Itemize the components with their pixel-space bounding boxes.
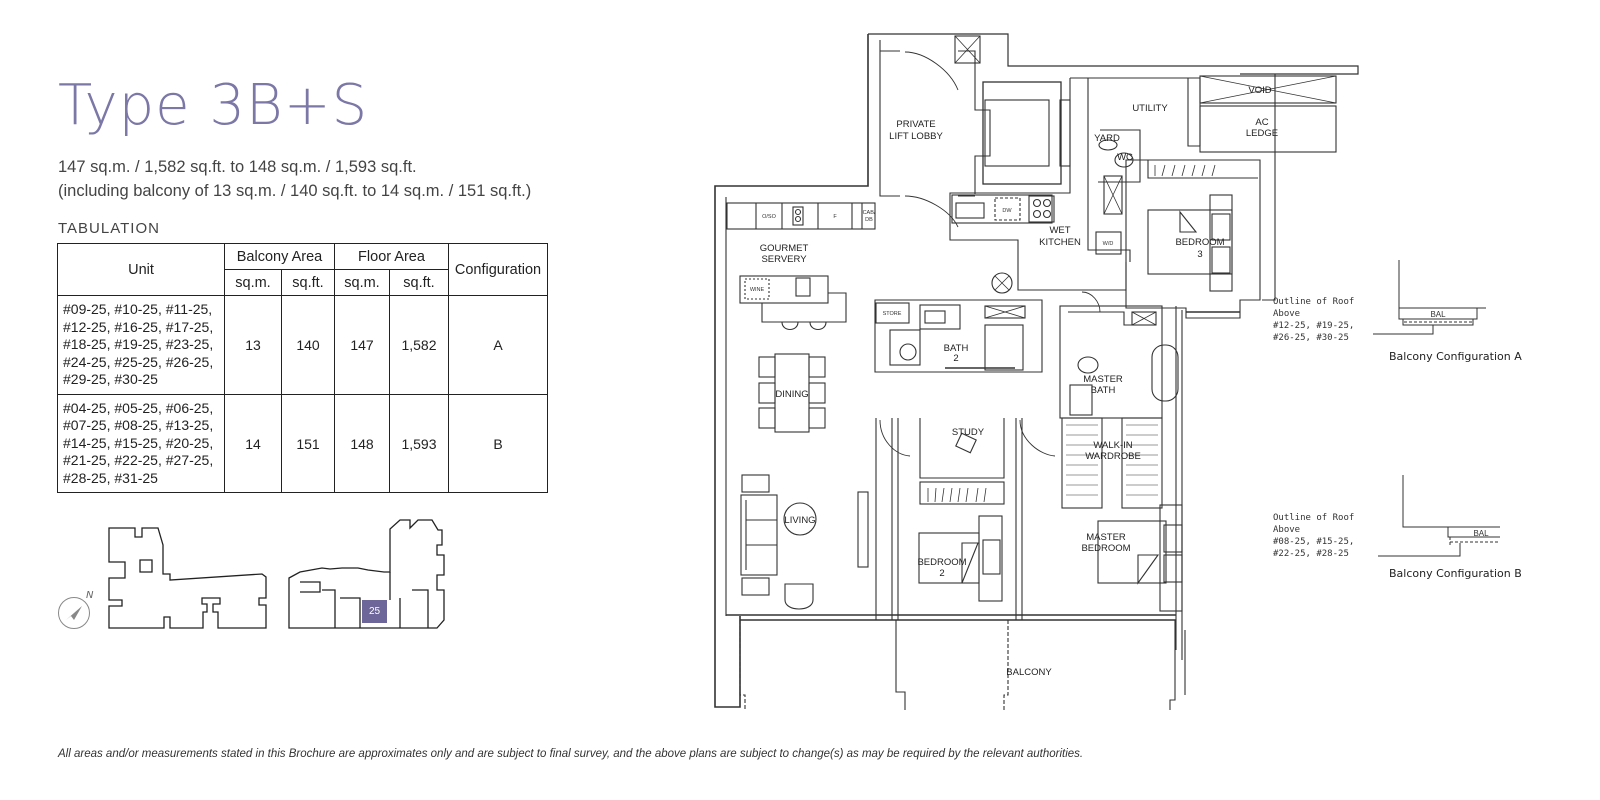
floor-plan bbox=[714, 33, 1359, 710]
balcony-config-a-title: Balcony Configuration A bbox=[1389, 350, 1522, 363]
label-yard: YARD bbox=[1094, 133, 1120, 144]
label-oso: O/SO bbox=[762, 214, 776, 220]
label-master-bath: MASTER bbox=[1083, 374, 1123, 385]
label-cab-db: CAB/ bbox=[863, 210, 876, 216]
compass-icon bbox=[58, 597, 90, 629]
bal-label-a: BAL bbox=[1430, 310, 1446, 319]
table-row: #04-25, #05-25, #06-25, #07-25, #08-25, … bbox=[57, 394, 548, 493]
svg-text:LEDGE: LEDGE bbox=[1246, 128, 1278, 139]
label-wc: WC bbox=[1117, 152, 1133, 163]
tabulation-table: Unit Balcony Area Floor Area Configurati… bbox=[57, 243, 548, 493]
label-fridge: F bbox=[833, 214, 837, 220]
label-dw: DW bbox=[1002, 208, 1012, 214]
key-plan-block-left bbox=[108, 527, 267, 629]
balcony-config-a-drawing bbox=[1373, 260, 1486, 335]
header-floor-area: Floor Area bbox=[334, 243, 449, 270]
balcony-sqft-cell: 151 bbox=[281, 394, 335, 493]
svg-text:SERVERY: SERVERY bbox=[761, 254, 807, 265]
balcony-summary: (including balcony of 13 sq.m. / 140 sq.… bbox=[58, 182, 532, 200]
header-unit: Unit bbox=[57, 243, 225, 296]
svg-text:WARDROBE: WARDROBE bbox=[1085, 451, 1141, 462]
label-study: STUDY bbox=[952, 427, 985, 438]
bal-label-b: BAL bbox=[1473, 529, 1489, 538]
highlighted-unit-badge: 25 bbox=[362, 600, 387, 623]
label-gourmet-servery: GOURMET bbox=[760, 243, 809, 254]
svg-text:2: 2 bbox=[939, 568, 944, 579]
label-bath-2: BATH bbox=[944, 343, 969, 354]
svg-text:DB: DB bbox=[865, 217, 873, 223]
svg-text:BEDROOM: BEDROOM bbox=[1081, 543, 1130, 554]
compass-north-label: N bbox=[86, 590, 94, 601]
label-bedroom-3: BEDROOM bbox=[1175, 237, 1224, 248]
label-balcony: BALCONY bbox=[1006, 667, 1052, 678]
configuration-cell: B bbox=[448, 394, 548, 493]
label-ac-ledge: AC bbox=[1255, 117, 1268, 128]
svg-text:LIFT LOBBY: LIFT LOBBY bbox=[889, 131, 943, 142]
label-store: STORE bbox=[883, 311, 902, 317]
balcony-sqm-cell: 13 bbox=[224, 295, 282, 395]
svg-text:BATH: BATH bbox=[1091, 385, 1116, 396]
room-labels: PRIVATE LIFT LOBBY YARD UTILITY VOID AC … bbox=[750, 85, 1278, 678]
balcony-config-a-note: Outline of Roof Above #12-25, #19-25, #2… bbox=[1273, 297, 1355, 343]
area-summary: 147 sq.m. / 1,582 sq.ft. to 148 sq.m. / … bbox=[58, 158, 417, 176]
label-master-bedroom: MASTER bbox=[1086, 532, 1126, 543]
balcony-sqft-cell: 140 bbox=[281, 295, 335, 395]
key-plan-block-right bbox=[288, 519, 445, 629]
label-utility: UTILITY bbox=[1132, 103, 1168, 114]
table-row: #09-25, #10-25, #11-25, #12-25, #16-25, … bbox=[57, 295, 548, 395]
disclaimer: All areas and/or measurements stated in … bbox=[58, 748, 1084, 760]
balcony-config-b-note: Outline of Roof Above #08-25, #15-25, #2… bbox=[1273, 513, 1355, 559]
header-floor-sqft: sq.ft. bbox=[389, 269, 449, 296]
label-living: LIVING bbox=[784, 515, 815, 526]
floor-sqft-cell: 1,593 bbox=[389, 394, 449, 493]
units-cell: #04-25, #05-25, #06-25, #07-25, #08-25, … bbox=[57, 394, 225, 493]
svg-text:KITCHEN: KITCHEN bbox=[1039, 237, 1081, 248]
label-wine: WINE bbox=[750, 287, 765, 293]
label-wet-kitchen: WET bbox=[1049, 225, 1070, 236]
label-wd: W/D bbox=[1103, 241, 1114, 247]
svg-text:2: 2 bbox=[953, 353, 958, 364]
page-title: Type 3B+S bbox=[58, 73, 369, 138]
configuration-cell: A bbox=[448, 295, 548, 395]
label-dining: DINING bbox=[775, 389, 808, 400]
balcony-config-b-title: Balcony Configuration B bbox=[1389, 567, 1522, 580]
tabulation-label: TABULATION bbox=[58, 220, 160, 237]
balcony-config-b-drawing bbox=[1378, 475, 1500, 557]
label-void: VOID bbox=[1248, 85, 1271, 96]
label-walk-in-wardrobe: WALK-IN bbox=[1093, 440, 1132, 451]
floor-sqm-cell: 147 bbox=[334, 295, 390, 395]
label-private-lift-lobby: PRIVATE bbox=[896, 119, 935, 130]
label-bedroom-2: BEDROOM bbox=[917, 557, 966, 568]
svg-text:3: 3 bbox=[1197, 249, 1202, 260]
header-balcony-sqm: sq.m. bbox=[224, 269, 282, 296]
balcony-sqm-cell: 14 bbox=[224, 394, 282, 493]
units-cell: #09-25, #10-25, #11-25, #12-25, #16-25, … bbox=[57, 295, 225, 395]
header-configuration: Configuration bbox=[448, 243, 548, 296]
